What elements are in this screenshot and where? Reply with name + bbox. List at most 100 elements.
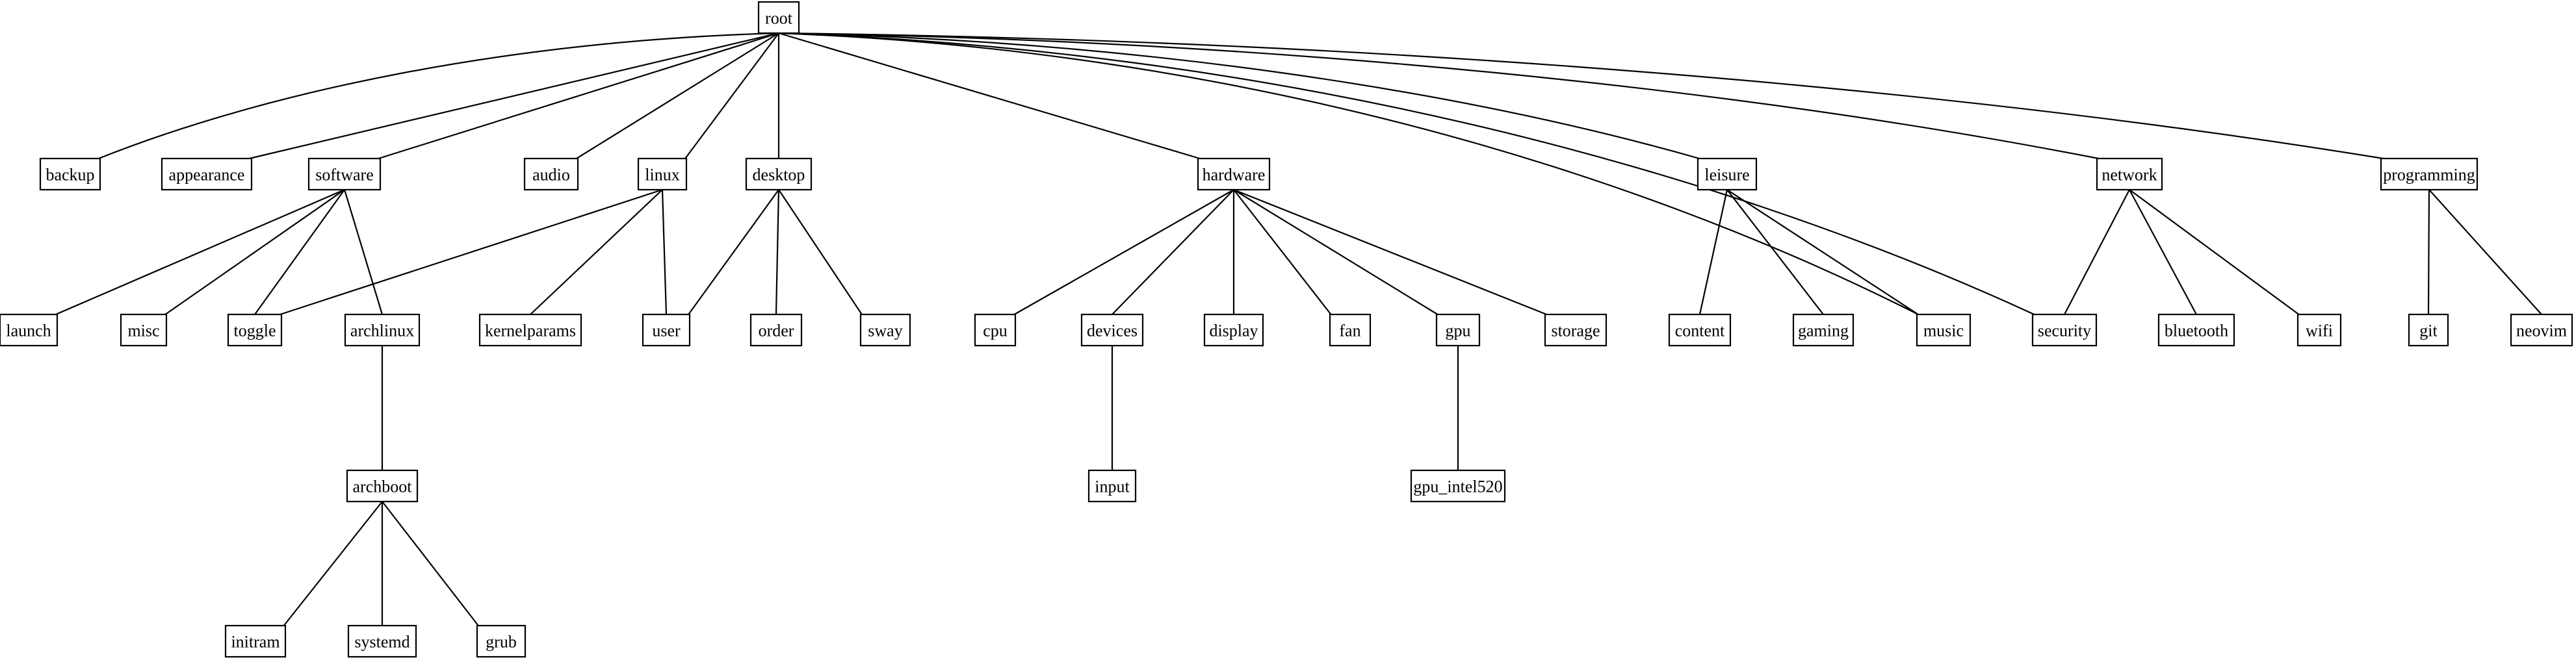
tree-node-wifi[interactable]: wifi xyxy=(2296,313,2342,347)
node-box[interactable] xyxy=(1080,313,1144,347)
tree-node-order[interactable]: order xyxy=(749,313,803,347)
tree-node-gpu[interactable]: gpu xyxy=(1435,313,1481,347)
node-box[interactable] xyxy=(120,313,168,347)
node-box[interactable] xyxy=(1197,157,1271,191)
tree-node-grub[interactable]: grub xyxy=(476,624,527,658)
node-box[interactable] xyxy=(2157,313,2235,347)
tree-node-devices[interactable]: devices xyxy=(1080,313,1144,347)
tree-node-systemd[interactable]: systemd xyxy=(347,624,417,658)
tree-edge xyxy=(778,32,2099,160)
tree-node-security[interactable]: security xyxy=(2031,313,2098,347)
tree-node-hardware[interactable]: hardware xyxy=(1197,157,1271,191)
tree-node-cpu[interactable]: cpu xyxy=(974,313,1017,347)
node-box[interactable] xyxy=(1087,469,1137,503)
tree-edge xyxy=(1013,189,1234,315)
node-box[interactable] xyxy=(1916,313,1971,347)
tree-node-root[interactable]: root xyxy=(757,1,800,34)
tree-node-user[interactable]: user xyxy=(642,313,691,347)
node-box[interactable] xyxy=(757,1,800,34)
node-box[interactable] xyxy=(39,157,101,191)
node-box[interactable] xyxy=(347,624,417,658)
node-box[interactable] xyxy=(227,313,283,347)
node-box[interactable] xyxy=(1203,313,1264,347)
tree-node-display[interactable]: display xyxy=(1203,313,1264,347)
node-box[interactable] xyxy=(859,313,911,347)
tree-node-music[interactable]: music xyxy=(1916,313,1971,347)
node-box[interactable] xyxy=(478,313,582,347)
node-box[interactable] xyxy=(2296,313,2342,347)
tree-node-archboot[interactable]: archboot xyxy=(346,469,419,503)
tree-edge xyxy=(2427,189,2430,315)
tree-node-backup[interactable]: backup xyxy=(39,157,101,191)
tree-edge xyxy=(661,189,668,315)
node-label: storage xyxy=(1551,322,1600,340)
node-label: bluetooth xyxy=(2165,322,2228,340)
tree-node-git[interactable]: git xyxy=(2408,313,2449,347)
tree-node-desktop[interactable]: desktop xyxy=(745,157,813,191)
tree-node-misc[interactable]: misc xyxy=(120,313,168,347)
node-box[interactable] xyxy=(2510,313,2573,347)
node-label: desktop xyxy=(753,166,805,185)
node-label: hardware xyxy=(1203,166,1266,185)
tree-node-storage[interactable]: storage xyxy=(1544,313,1607,347)
tree-edge xyxy=(283,501,383,626)
node-box[interactable] xyxy=(745,157,813,191)
node-box[interactable] xyxy=(2380,157,2478,191)
tree-node-audio[interactable]: audio xyxy=(523,157,579,191)
node-box[interactable] xyxy=(2031,313,2098,347)
node-label: audio xyxy=(532,166,570,185)
tree-node-gaming[interactable]: gaming xyxy=(1792,313,1854,347)
node-box[interactable] xyxy=(0,313,59,347)
tree-node-linux[interactable]: linux xyxy=(637,157,688,191)
tree-node-sway[interactable]: sway xyxy=(859,313,911,347)
node-box[interactable] xyxy=(1668,313,1732,347)
tree-node-network[interactable]: network xyxy=(2096,157,2163,191)
tree-node-neovim[interactable]: neovim xyxy=(2510,313,2573,347)
tree-node-programming[interactable]: programming xyxy=(2380,157,2478,191)
node-box[interactable] xyxy=(224,624,287,658)
tree-edge xyxy=(684,32,779,159)
node-label: sway xyxy=(868,322,902,340)
node-box[interactable] xyxy=(1792,313,1854,347)
tree-edge xyxy=(778,32,1919,315)
node-label: linux xyxy=(645,166,679,185)
tree-node-launch[interactable]: launch xyxy=(0,313,59,347)
tree-node-initram[interactable]: initram xyxy=(224,624,287,658)
tree-node-leisure[interactable]: leisure xyxy=(1697,157,1758,191)
tree-node-appearance[interactable]: appearance xyxy=(161,157,253,191)
node-box[interactable] xyxy=(161,157,253,191)
node-box[interactable] xyxy=(1544,313,1607,347)
tree-node-input[interactable]: input xyxy=(1087,469,1137,503)
node-label: neovim xyxy=(2516,322,2567,340)
tree-node-gpu_intel520[interactable]: gpu_intel520 xyxy=(1410,469,1506,503)
tree-node-fan[interactable]: fan xyxy=(1329,313,1372,347)
tree-node-content[interactable]: content xyxy=(1668,313,1732,347)
node-box[interactable] xyxy=(1329,313,1372,347)
node-label: gaming xyxy=(1798,322,1849,340)
tree-node-kernelparams[interactable]: kernelparams xyxy=(478,313,582,347)
node-box[interactable] xyxy=(2096,157,2163,191)
node-label: devices xyxy=(1087,322,1138,340)
node-box[interactable] xyxy=(307,157,382,191)
node-box[interactable] xyxy=(344,313,421,347)
node-box[interactable] xyxy=(1410,469,1506,503)
tree-node-software[interactable]: software xyxy=(307,157,382,191)
node-label: programming xyxy=(2383,166,2475,185)
node-box[interactable] xyxy=(346,469,419,503)
tree-node-archlinux[interactable]: archlinux xyxy=(344,313,421,347)
node-box[interactable] xyxy=(523,157,579,191)
node-label: gpu_intel520 xyxy=(1413,477,1502,496)
node-box[interactable] xyxy=(642,313,691,347)
tree-node-toggle[interactable]: toggle xyxy=(227,313,283,347)
node-box[interactable] xyxy=(2408,313,2449,347)
node-box[interactable] xyxy=(1697,157,1758,191)
node-label: kernelparams xyxy=(485,322,576,340)
tree-edge xyxy=(1726,189,1824,315)
node-box[interactable] xyxy=(476,624,527,658)
node-box[interactable] xyxy=(1435,313,1481,347)
tree-node-bluetooth[interactable]: bluetooth xyxy=(2157,313,2235,347)
node-box[interactable] xyxy=(749,313,803,347)
node-box[interactable] xyxy=(974,313,1017,347)
node-box[interactable] xyxy=(637,157,688,191)
tree-edge xyxy=(164,189,345,315)
